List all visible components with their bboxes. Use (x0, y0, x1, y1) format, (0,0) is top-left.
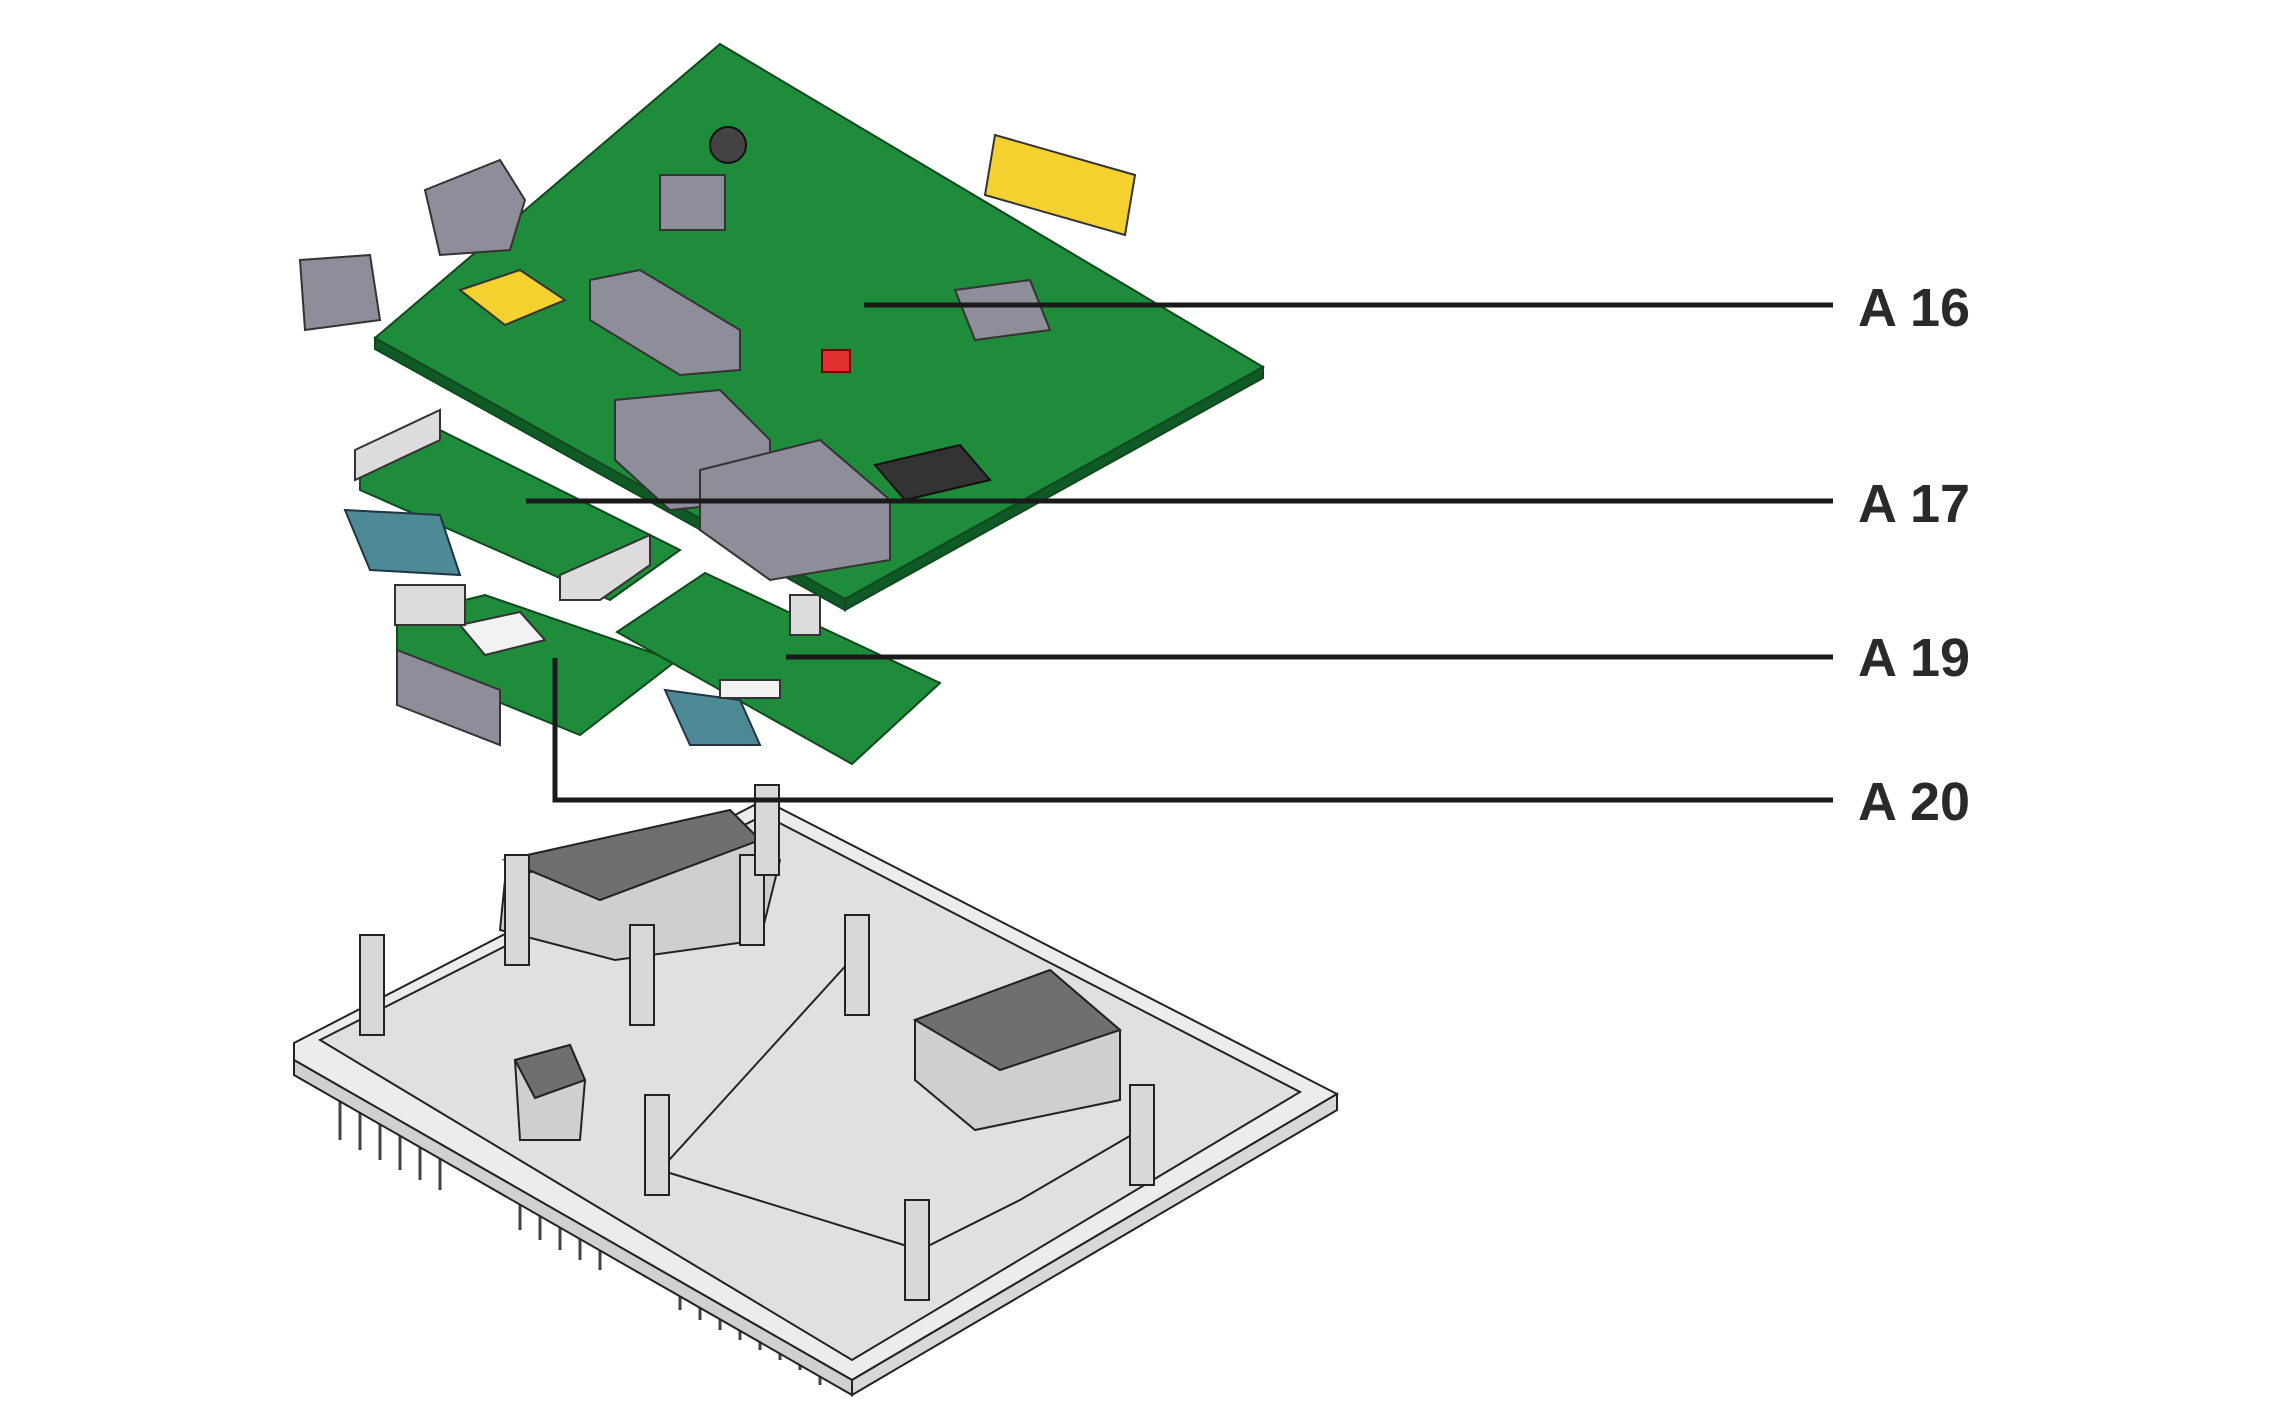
board-a16 (298, 42, 1266, 612)
leader-line-a20 (552, 658, 1833, 803)
standoffs (359, 784, 1155, 1301)
housing (293, 784, 1340, 1397)
callout-a20: A 20 (1858, 772, 1971, 832)
callout-a19: A 19 (1858, 628, 1971, 688)
board-a19 (615, 571, 942, 766)
board-a20 (394, 584, 679, 747)
callout-a16: A 16 (1858, 278, 1971, 338)
board-a17 (343, 408, 682, 602)
callout-a17: A 17 (1858, 474, 1971, 534)
leader-lines (526, 302, 1833, 803)
